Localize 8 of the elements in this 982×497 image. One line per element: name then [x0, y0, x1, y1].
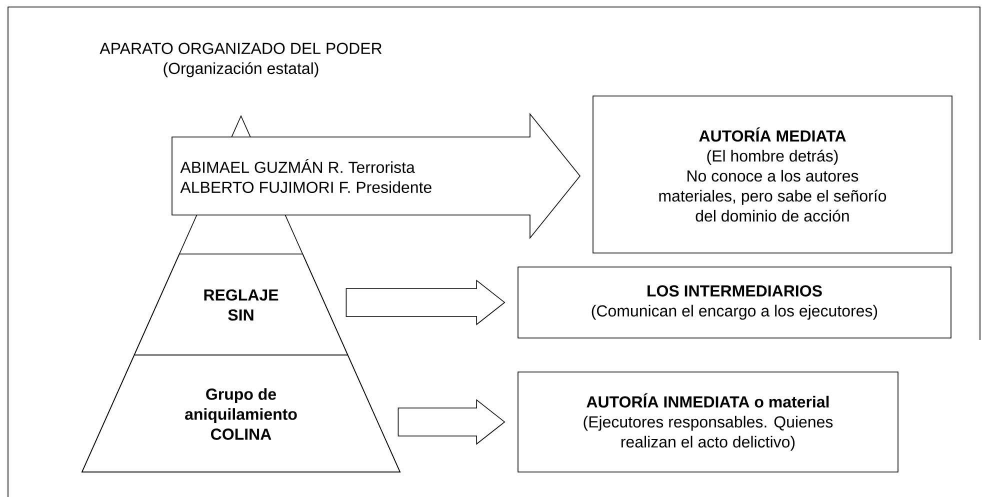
text-box: LOS INTERMEDIARIOS (Comunican el encargo a los ejecutores): [518, 266, 952, 338]
block-arrow: [398, 399, 506, 445]
pyramid-heading: APARATO ORGANIZADO DEL PODER (Organización estatal): [100, 42, 382, 78]
block-arrow: [346, 280, 506, 326]
text-box: AUTORÍA INMEDIATA o material (Ejecutores responsables. Quienes realizan el acto delictivo): [518, 372, 898, 472]
pyramid-level: REGLAJE SIN: [134, 254, 348, 356]
text-box: AUTORÍA MEDIATA (El hombre detrás) No conoce a los autores materiales, pero sabe el señorío del dominio de acción: [592, 96, 952, 254]
pointer-shaped-box: ABIMAEL GUZMÁN R. Terrorista ALBERTO FUJIMORI F. Presidente: [172, 112, 581, 240]
